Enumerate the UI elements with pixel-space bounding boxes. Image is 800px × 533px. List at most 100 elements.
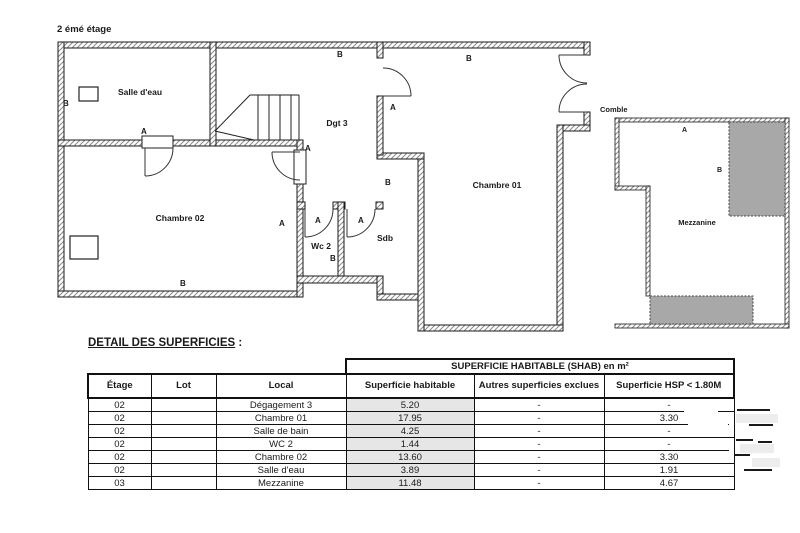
room-label-sdb: Sdb [377, 233, 393, 243]
cell-hsp: 3.30 [603, 411, 735, 425]
cell-local: Dégagement 3 [215, 397, 347, 412]
window-chambre02 [69, 235, 99, 260]
merged-header-row: SUPERFICIE HABITABLE (SHAB) en m² [88, 358, 736, 375]
superficies-table: SUPERFICIE HABITABLE (SHAB) en m² Étage … [87, 358, 736, 490]
cell-hsp: - [603, 437, 735, 451]
cell-hsp: - [603, 397, 735, 412]
table-row: 02 Chambre 02 13.60 - 3.30 [87, 450, 735, 464]
wall-letter-b: B [180, 279, 186, 288]
column-header-row: Étage Lot Local Superficie habitable Aut… [87, 373, 735, 399]
cell-lot [150, 437, 217, 451]
table-row: 02 Dégagement 3 5.20 - - [87, 397, 735, 412]
door-arc-salle-deau [144, 147, 174, 177]
cell-local: Salle d'eau [215, 463, 347, 477]
cell-etage: 02 [87, 424, 152, 438]
comble-gray-areas [649, 121, 786, 325]
cell-hsp: 4.67 [603, 476, 735, 490]
table-title: DETAIL DES SUPERFICIES : [88, 337, 242, 349]
cell-etage: 02 [87, 437, 152, 451]
cell-local: Salle de bain [215, 424, 347, 438]
window-salle-deau [78, 86, 99, 102]
wall-letter-a: A [279, 219, 285, 228]
cell-local: WC 2 [215, 437, 347, 451]
comble-walls [614, 117, 790, 329]
cell-autres: - [473, 411, 605, 425]
cell-etage: 02 [87, 397, 152, 412]
wall-letter-a: A [141, 127, 147, 136]
fixture-rects [69, 86, 99, 260]
wall-letter-a: A [358, 216, 364, 225]
wall-letter-b: B [466, 54, 472, 63]
cell-lot [150, 450, 217, 464]
col-header-sup-hab: Superficie habitable [345, 373, 475, 399]
cell-etage: 03 [87, 476, 152, 490]
cell-etage: 02 [87, 450, 152, 464]
cell-sup-hab: 17.95 [345, 411, 475, 425]
cell-autres: - [473, 450, 605, 464]
col-header-autres: Autres superficies exclues [473, 373, 605, 399]
table-row: 02 Salle de bain 4.25 - - [87, 424, 735, 438]
door-arc-chambre01-lower [558, 83, 588, 113]
cell-autres: - [473, 437, 605, 451]
table-title-colon: : [235, 337, 243, 349]
wall-letter-b: B [63, 99, 69, 108]
room-label-mezzanine: Mezzanine [678, 218, 716, 227]
comble-title: Comble [600, 105, 628, 114]
wall-letter-a: A [682, 127, 687, 134]
room-label-wc2: Wc 2 [311, 241, 331, 251]
cell-sup-hab: 4.25 [345, 424, 475, 438]
cell-sup-hab: 1.44 [345, 437, 475, 451]
cell-etage: 02 [87, 411, 152, 425]
cell-sup-hab: 5.20 [345, 397, 475, 412]
cell-autres: - [473, 476, 605, 490]
col-header-local: Local [215, 373, 347, 399]
wall-letter-a: A [315, 216, 321, 225]
room-label-chambre01: Chambre 01 [473, 180, 522, 190]
cell-sup-hab: 11.48 [345, 476, 475, 490]
cell-autres: - [473, 424, 605, 438]
door-arc-chambre01-upper [558, 54, 588, 84]
floor-title: 2 émé étage [57, 24, 111, 35]
table-row: 03 Mezzanine 11.48 - 4.67 [87, 476, 735, 490]
cell-sup-hab: 13.60 [345, 450, 475, 464]
wall-letter-a: A [390, 103, 396, 112]
stairs [214, 94, 300, 141]
door-arcs [144, 54, 588, 238]
cell-local: Chambre 02 [215, 450, 347, 464]
cell-local: Chambre 01 [215, 411, 347, 425]
cell-autres: - [473, 463, 605, 477]
door-arc-dgt3 [382, 67, 412, 97]
cell-autres: - [473, 397, 605, 412]
cell-lot [150, 463, 217, 477]
col-header-lot: Lot [150, 373, 217, 399]
room-label-chambre02: Chambre 02 [156, 213, 205, 223]
cell-lot [150, 476, 217, 490]
cell-hsp: 1.91 [603, 463, 735, 477]
cell-hsp: 3.30 [603, 450, 735, 464]
gray-area-lower [649, 295, 754, 325]
door-arc-sdb [346, 208, 376, 238]
room-label-salle-deau: Salle d'eau [118, 87, 162, 97]
cell-etage: 02 [87, 463, 152, 477]
room-label-dgt3: Dgt 3 [326, 118, 348, 128]
cell-local: Mezzanine [215, 476, 347, 490]
table-row: 02 Chambre 01 17.95 - 3.30 [87, 411, 735, 425]
cell-lot [150, 397, 217, 412]
wall-letter-a: A [305, 144, 311, 153]
cell-sup-hab: 3.89 [345, 463, 475, 477]
door-leaves [141, 135, 307, 185]
table-title-text: DETAIL DES SUPERFICIES [88, 337, 236, 349]
wall-letter-b: B [385, 178, 391, 187]
door-arc-chambre02 [271, 151, 301, 181]
floorplan-drawing: 2 émé étage Salle d'eau Dgt 3 Chambre 01… [57, 24, 790, 332]
wall-letter-b: B [717, 167, 722, 174]
main-floor-walls [57, 41, 591, 332]
table-row: 02 Salle d'eau 3.89 - 1.91 [87, 463, 735, 477]
gray-area-upper [728, 121, 786, 217]
cell-lot [150, 411, 217, 425]
cell-lot [150, 424, 217, 438]
wall-letter-b: B [337, 50, 343, 59]
cell-hsp: - [603, 424, 735, 438]
merged-header-cell: SUPERFICIE HABITABLE (SHAB) en m² [344, 358, 736, 375]
